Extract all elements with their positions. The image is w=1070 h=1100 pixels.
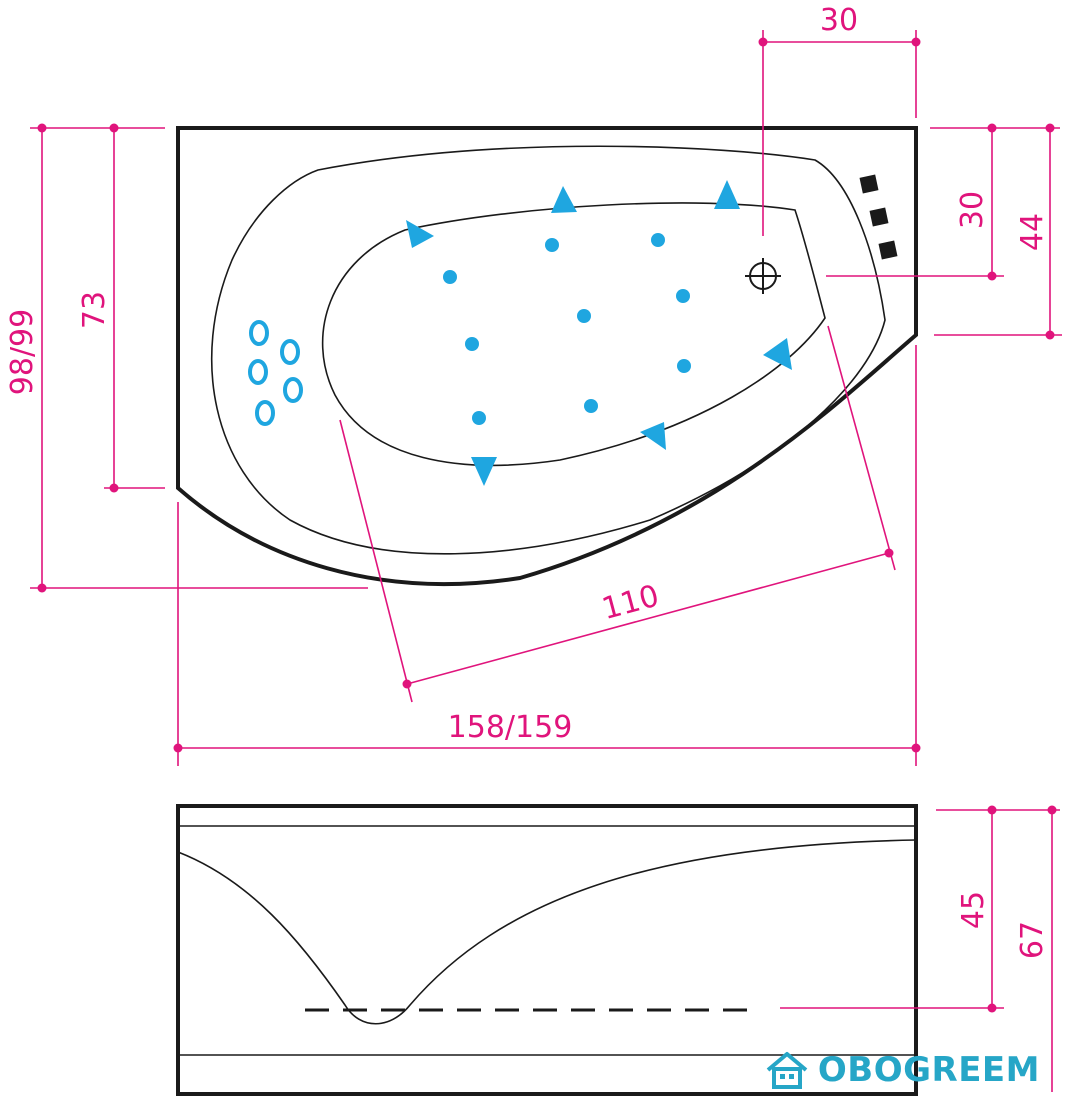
dim-side-depth: 45 [780,805,1060,1013]
jet-dot [577,309,591,323]
dim-label-inner-length: 110 [598,579,662,628]
dim-label-side-height: 67 [1015,921,1050,959]
jet-arrow-icon [551,186,577,213]
jet-dot [584,399,598,413]
house-icon [766,1052,808,1089]
side-bowl-profile [177,839,917,1025]
jet-dot [465,337,479,351]
control-button-3 [878,240,898,260]
dim-label-total-length: 158/159 [448,710,573,745]
jet-arrow-icon [640,422,666,450]
tub-bowl-outline [321,202,826,467]
directional-jets [406,180,792,486]
dim-label-right-upper: 30 [955,191,990,229]
air-jet-ring [280,339,300,365]
jet-dot [651,233,665,247]
dim-label-side-depth: 45 [956,891,991,929]
side-panel-outline [176,804,918,1096]
air-jet-ring [255,400,275,426]
air-jet-ring [283,377,303,403]
top-view: 30 98/99 73 30 [5,3,1062,766]
dim-label-top-offset: 30 [820,3,858,38]
air-jet-ring [249,320,269,346]
jet-arrow-icon [714,180,740,209]
tub-outer-outline [176,126,918,586]
air-jet-ring [248,359,268,385]
drain-icon [745,258,781,294]
dim-left-inner-height: 73 [77,123,165,493]
jet-arrow-icon [471,457,497,486]
watermark: OBOGREEM [764,1046,1040,1094]
jet-arrow-icon [763,338,792,370]
hydro-jets [443,233,691,425]
jet-dot [472,411,486,425]
dim-right-upper: 30 [826,123,1060,281]
dim-label-right-outer: 44 [1015,213,1050,251]
jet-dot [443,270,457,284]
jet-dot [545,238,559,252]
jet-dot [676,289,690,303]
air-jets [248,320,303,426]
dim-left-height: 98/99 [5,123,368,593]
watermark-text: OBOGREEM [817,1050,1040,1090]
control-button-1 [859,174,879,194]
dim-top-offset: 30 [758,3,921,236]
jet-arrow-icon [406,220,434,248]
jet-dot [677,359,691,373]
tub-rim-outline [210,145,886,555]
dim-right-outer: 44 [934,123,1062,340]
dim-label-left-height: 98/99 [5,309,40,395]
dim-label-left-inner-height: 73 [77,291,112,329]
side-view: 45 67 [176,804,1060,1096]
dim-side-height: 67 [1015,805,1057,1092]
dim-inner-length: 110 [339,325,896,703]
dim-total-length: 158/159 [173,345,921,766]
control-button-2 [869,207,889,227]
